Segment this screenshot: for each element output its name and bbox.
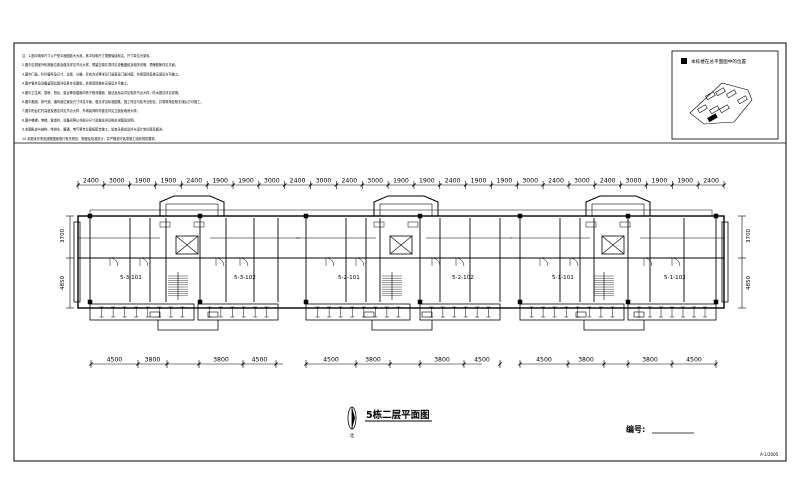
top-dim-label: 2400 (703, 178, 719, 185)
unit-label-5-1-102: 5-1-102 (664, 275, 686, 281)
note-line: 注：1.图中墙体尺寸以户型平面图放大为准，其中标明尺寸按照轴线标注，尺寸单位为毫… (22, 53, 153, 58)
key-plan-frame (671, 50, 779, 140)
drawing-code: A-1/2005 (760, 452, 779, 457)
north-arrow-icon (347, 406, 357, 430)
top-dim-label: 1900 (212, 178, 228, 185)
top-dim-label: 1900 (135, 178, 151, 185)
bottom-dim-label: 3800 (578, 357, 594, 364)
top-dim-label: 3000 (574, 178, 590, 185)
bottom-dim-label: 4500 (323, 357, 339, 364)
top-dim-label: 3000 (367, 178, 383, 185)
top-dim-label: 3000 (264, 178, 280, 185)
bottom-dim-label: 3800 (365, 357, 381, 364)
unit-label-5-2-102: 5-2-102 (452, 275, 474, 281)
top-dim-label: 1900 (652, 178, 668, 185)
key-plan-site (689, 82, 753, 125)
sheet-border (13, 42, 787, 462)
note-line: 6.图中烟道、排气道、通风道位置及尺寸详见平面，做法详见标准图集，施工时应与各专… (22, 99, 204, 104)
bottom-dim-label: 3800 (213, 357, 229, 364)
note-line: 5.图中卫生间、厨房、阳台、露台等处楼面均低于相邻楼面，做法及标高详见相关节点大… (22, 90, 181, 95)
top-dim-label: 2400 (341, 178, 357, 185)
top-dim-label: 2400 (600, 178, 616, 185)
top-dim-label: 1900 (496, 178, 512, 185)
general-notes: 注：1.图中墙体尺寸以户型平面图放大为准，其中标明尺寸按照轴线标注，尺寸单位为毫… (22, 53, 204, 141)
top-dim-label: 2400 (290, 178, 306, 185)
note-line: 7.图中阳台栏杆高度及做法详见节点大样，外墙装饰构件做法详见立面及墙身大样。 (22, 108, 140, 113)
top-dim-label: 1900 (393, 178, 409, 185)
top-dim-label: 1900 (161, 178, 177, 185)
note-line: 10.本图未尽事宜按照国家现行有关规范、规程及标准执行，并严格遵守各项施工验收规… (22, 136, 158, 141)
top-dim-label: 3000 (109, 178, 125, 185)
bottom-dim-label: 3800 (434, 357, 450, 364)
bottom-dim-label: 4500 (107, 357, 123, 364)
right-side-dims (738, 215, 746, 309)
bottom-dim-label: 4500 (536, 357, 552, 364)
top-dimension-chain: 2400 3000 1900 1900 2400 1900 1900 3000 2400 3000… (76, 178, 726, 189)
bottom-dim-label: 4500 (474, 357, 490, 364)
number-label: 编号: (626, 424, 645, 434)
left-dim-upper: 3700 (60, 228, 66, 243)
unit-labels: 5-3-101 5-3-102 5-2-101 5-2-102 5-1-101 … (120, 275, 686, 281)
top-dim-label: 3000 (316, 178, 332, 185)
unit-label-5-3-102: 5-3-102 (234, 275, 256, 281)
top-dim-label: 2400 (548, 178, 564, 185)
north-label: 北 (350, 432, 355, 439)
bottom-dimension-chain: 4500 3800 3800 4500 4500 3800 3800 4500 4500 3800… (89, 357, 718, 368)
note-line: 8.图中楼梯、电梯、管道井、设备间等公共部分尺寸及做法详见相关详图及说明。 (22, 117, 137, 122)
key-plan: 本栋楼在总平面图中的位置 (671, 50, 779, 140)
top-dim-label: 3000 (522, 178, 538, 185)
note-line: 4.图中管井及设备留洞位置详见各专业图纸，并需现场核实无误后方可施工。 (22, 81, 130, 86)
top-dim-label: 2400 (83, 178, 99, 185)
unit-label-5-2-101: 5-2-101 (338, 275, 360, 281)
bottom-dim-label: 3800 (642, 357, 658, 364)
top-dim-label: 1900 (419, 178, 435, 185)
bottom-dim-label: 4500 (252, 357, 268, 364)
floor-plan (73, 195, 729, 331)
left-dim-lower: 4850 (60, 275, 66, 290)
left-side-dims (66, 215, 74, 309)
unit-label-5-1-101: 5-1-101 (552, 275, 574, 281)
top-dim-label: 2400 (445, 178, 461, 185)
note-line: 9.本图纸应与结构、给排水、暖通、电气等专业图纸配合施工，如有矛盾应及时与设计单… (22, 127, 165, 132)
unit-label-5-3-101: 5-3-101 (120, 275, 142, 281)
note-line: 2.图中空调室外机搁板位置及做法详见节点大样，预留空调孔洞详见设备图纸及相关说明… (22, 62, 178, 67)
plan-title: 5栋二层平面图 (366, 409, 430, 421)
note-line: 3.图中门窗、栏杆编号及尺寸、位置、分格、开启方式等详见门窗表及门窗详图，并需现… (22, 71, 181, 76)
right-dim-lower: 4850 (746, 275, 752, 290)
top-dim-label: 1900 (471, 178, 487, 185)
top-dim-label: 1900 (677, 178, 693, 185)
key-plan-title: 本栋楼在总平面图中的位置 (691, 58, 747, 65)
bottom-dim-label: 3800 (145, 357, 161, 364)
key-plan-marker (681, 58, 687, 64)
top-dim-label: 1900 (238, 178, 254, 185)
bottom-dim-label: 4500 (686, 357, 702, 364)
right-dim-upper: 3700 (746, 228, 752, 243)
top-dim-label: 3000 (626, 178, 642, 185)
top-dim-label: 2400 (186, 178, 202, 185)
